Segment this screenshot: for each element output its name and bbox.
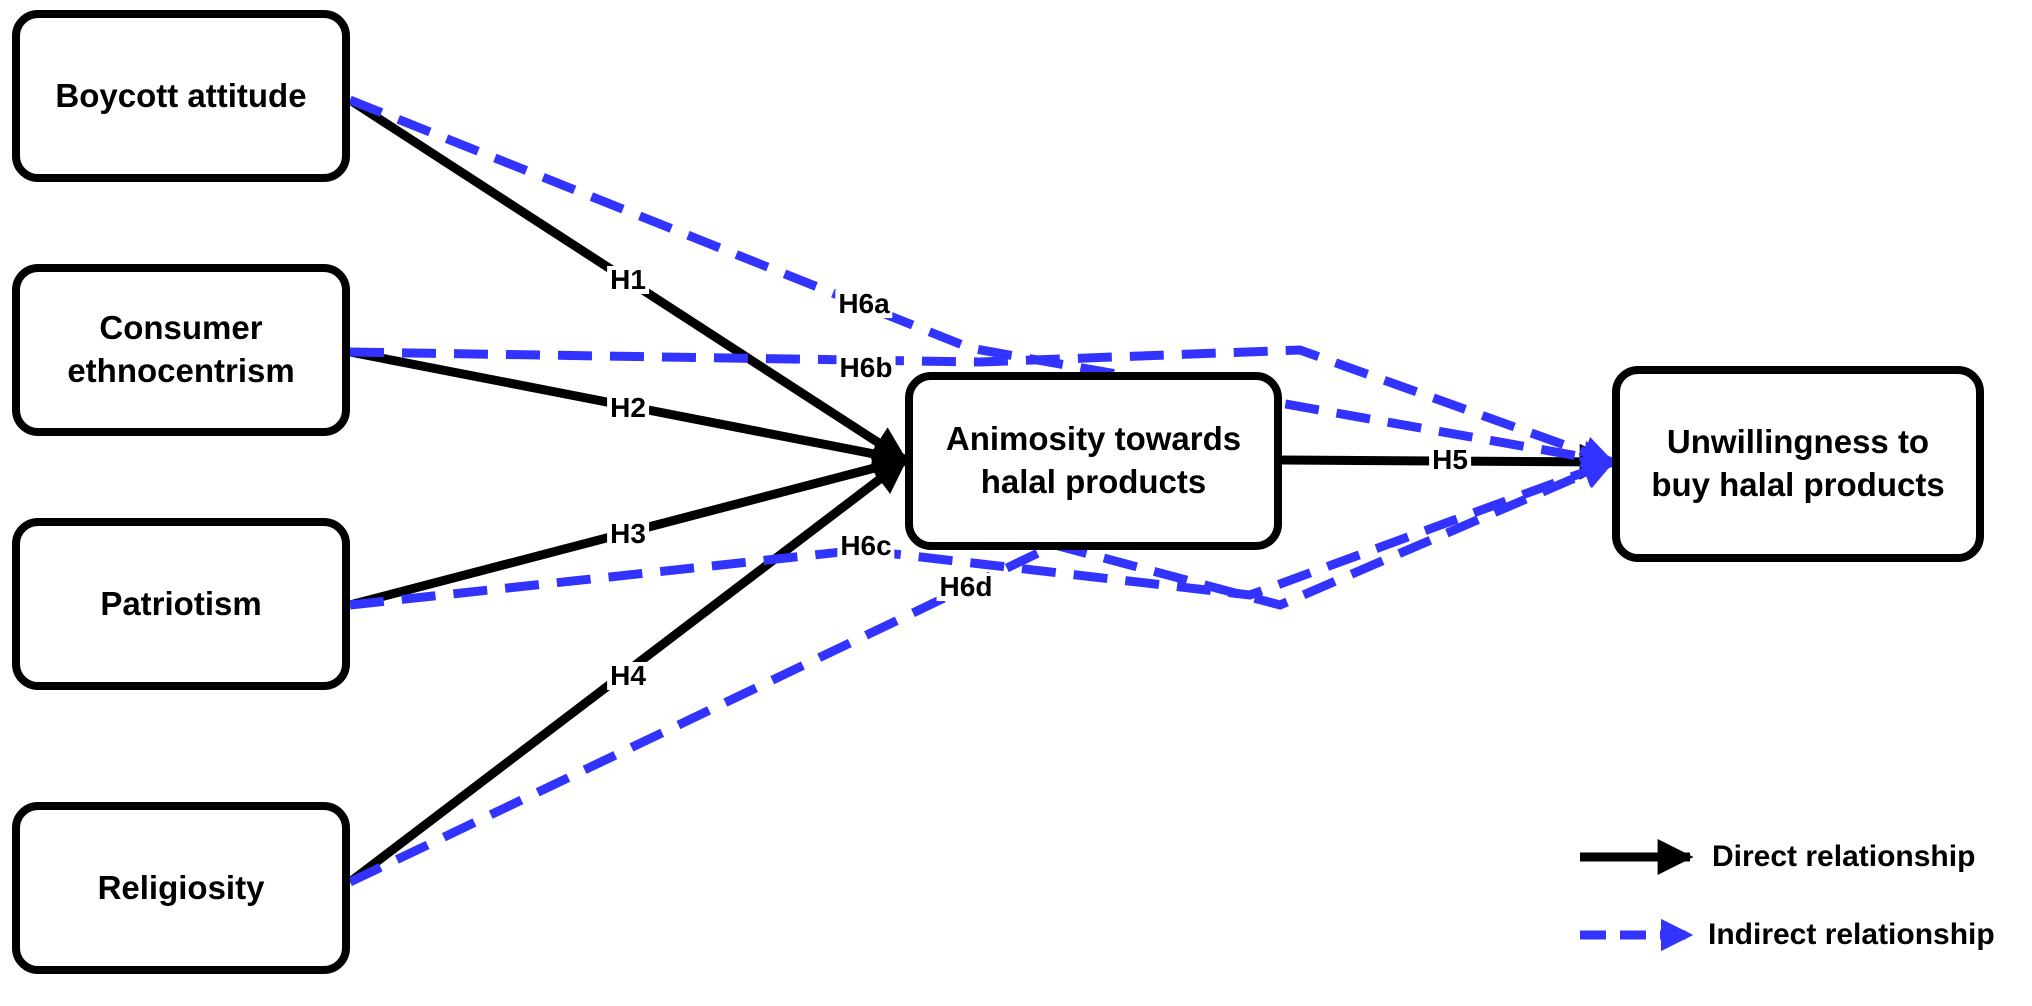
edge-h6a	[348, 95, 1616, 473]
edge-h6d	[348, 457, 1615, 887]
node-religiosity: Religiosity	[12, 802, 350, 974]
label-h1: H1	[607, 266, 649, 294]
label-h6c: H6c	[837, 532, 895, 560]
label-h4: H4	[607, 662, 649, 690]
label-h6a: H6a	[835, 290, 893, 318]
node-unwillingness: Unwillingness to buy halal products	[1612, 366, 1984, 562]
label-h3: H3	[607, 520, 649, 548]
edge-h6b	[349, 345, 1616, 468]
legend-direct-label: Direct relationship	[1712, 840, 1976, 873]
label-h5: H5	[1429, 446, 1471, 474]
node-animosity: Animosity towards halal products	[905, 372, 1282, 550]
node-consumer-ethnocentrism: Consumer ethnocentrism	[12, 264, 350, 436]
edge-h6c	[349, 456, 1616, 610]
node-patriotism: Patriotism	[12, 518, 350, 690]
label-h2: H2	[607, 394, 649, 422]
legend-indirect-label: Indirect relationship	[1708, 918, 1995, 951]
node-boycott-attitude: Boycott attitude	[12, 10, 350, 182]
label-h6d: H6d	[936, 573, 996, 601]
label-h6b: H6b	[836, 354, 896, 382]
